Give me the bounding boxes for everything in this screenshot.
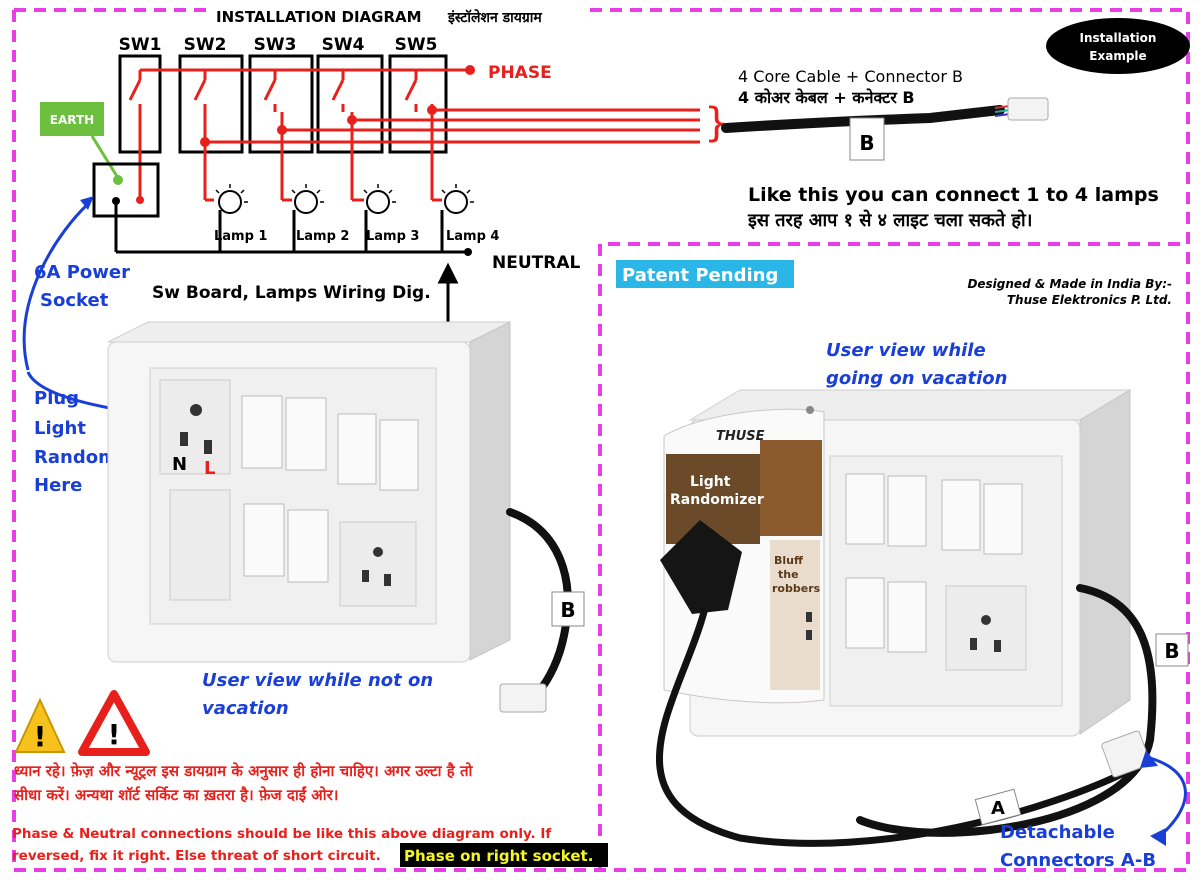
- detachable-label-2: Connectors A-B: [1000, 850, 1156, 871]
- connector-a-letter: A: [991, 798, 1005, 819]
- connector-b-letter-top: B: [859, 131, 874, 155]
- detachable-arrow: [1149, 756, 1187, 838]
- earth-label: EARTH: [50, 113, 94, 127]
- light-randomizer-device: [663, 406, 825, 704]
- badge-line2: Example: [1089, 49, 1146, 63]
- phase-label: PHASE: [488, 63, 552, 83]
- connector-b-label-right: [1155, 633, 1189, 667]
- not-vacation-caption-1: User view while not on: [202, 670, 433, 691]
- earth-dot: [113, 175, 123, 185]
- lamp-label-4: Lamp 4: [446, 229, 499, 244]
- designed-by-line1: Designed & Made in India By:-: [967, 277, 1172, 291]
- warning-english-highlight: Phase on right socket.: [404, 847, 593, 865]
- power-plug: [660, 520, 742, 614]
- phase-wiring: [128, 68, 700, 202]
- diagram-title-hindi: इंस्टॉलेशन डायग्राम: [447, 9, 542, 26]
- diagram-title: INSTALLATION DIAGRAM: [216, 8, 422, 26]
- device-slogan-1: Bluff: [774, 554, 803, 567]
- badge-line1: Installation: [1080, 31, 1157, 45]
- warning-english-2: reversed, fix it right. Else threat of s…: [12, 848, 381, 864]
- vacation-caption-1: User view while: [826, 340, 986, 361]
- lamp-rays: [215, 184, 474, 203]
- arrow-head-up: [80, 196, 94, 210]
- connector-a-label: [974, 788, 1022, 826]
- designed-by-line2: Thuse Elektronics P. Ltd.: [1007, 293, 1172, 307]
- cable-label-hi: 4 कोअर केबल + कनेक्टर B: [738, 88, 915, 107]
- live-pin-label: L: [204, 458, 215, 479]
- cable-label-en: 4 Core Cable + Connector B: [738, 67, 963, 86]
- board-diagram-label: Sw Board, Lamps Wiring Dig.: [152, 283, 431, 303]
- plug-label-1: Plug: [34, 388, 79, 409]
- phase-highlight-bg: [400, 843, 608, 867]
- connector-b-letter-left: B: [560, 598, 575, 622]
- svg-text:!: !: [108, 718, 121, 751]
- detachable-label-1: Detachable: [1000, 822, 1115, 843]
- connector-b-letter-right: B: [1164, 639, 1179, 663]
- cable-b-top: [721, 105, 1005, 133]
- power-socket-label-2: Socket: [40, 290, 109, 311]
- earth-wire: [90, 135, 120, 179]
- switch-label-5: SW5: [395, 35, 438, 55]
- earth-badge: [40, 102, 104, 136]
- diagram-frame: [12, 8, 1190, 872]
- switch-label-3: SW3: [254, 35, 297, 55]
- connector-plug-left: [499, 683, 547, 713]
- patent-pending-label: Patent Pending: [622, 265, 778, 286]
- device-slogan-2: the: [778, 568, 799, 581]
- switchboard-left: [107, 321, 511, 663]
- patent-pending-badge: [616, 260, 794, 288]
- connect-text-hi: इस तरह आप १ से ४ लाइट चला सकते हो।: [747, 209, 1032, 231]
- brace-icon: }: [704, 100, 729, 146]
- device-name-1: Light: [690, 474, 731, 490]
- neutral-end-dot: [464, 248, 472, 256]
- device-slogan-3: robbers: [772, 582, 821, 595]
- junction-dots: [136, 65, 475, 204]
- switch-label-2: SW2: [184, 35, 227, 55]
- svg-text:!: !: [34, 720, 47, 753]
- detachable-arrow-head: [1140, 750, 1158, 768]
- warning-icon-red: !: [78, 690, 150, 756]
- lamp-icon: [218, 190, 468, 214]
- socket-box: [92, 162, 160, 218]
- vacation-caption-2: going on vacation: [826, 368, 1008, 389]
- neutral-wiring: [114, 201, 468, 254]
- power-socket-label-1: 6A Power: [34, 262, 130, 283]
- lamp-label-1: Lamp 1: [214, 229, 267, 244]
- installation-example-badge: [1046, 18, 1190, 74]
- not-vacation-caption-2: vacation: [202, 698, 289, 719]
- connector-plug-top: [994, 97, 1049, 121]
- socket-holes-right: [970, 615, 1001, 652]
- socket-holes-left: [180, 404, 391, 586]
- connector-b-label-left: [551, 591, 585, 627]
- power-cord: [656, 608, 1134, 847]
- neutral-pin-label: N: [172, 454, 187, 475]
- connect-text-en: Like this you can connect 1 to 4 lamps: [748, 184, 1159, 206]
- lamp-label-2: Lamp 2: [296, 229, 349, 244]
- warning-hindi-1: ध्यान रहे। फ़ेज़ और न्यूट्रल इस डायग्राम…: [14, 762, 474, 781]
- switch-label-1: SW1: [119, 35, 162, 55]
- device-name-2: Randomizer: [670, 492, 764, 508]
- cable-b-right: [856, 584, 1157, 837]
- warning-icon-yellow: !: [14, 697, 66, 753]
- warning-hindi-2: सीधा करें। अन्यथा शॉर्ट सर्किट का ख़तरा …: [13, 786, 338, 804]
- connector-b-label-top: [849, 117, 885, 161]
- detachable-arrow-tail: [1150, 828, 1166, 846]
- plug-label-4: Here: [34, 475, 82, 496]
- plug-label-2: Light: [34, 418, 86, 439]
- switch-label-4: SW4: [322, 35, 365, 55]
- connector-plug-right: [1101, 730, 1151, 778]
- neutral-label: NEUTRAL: [492, 253, 580, 273]
- warning-english-1: Phase & Neutral connections should be li…: [12, 826, 551, 842]
- lamp-label-3: Lamp 3: [366, 229, 419, 244]
- device-brand: THUSE: [716, 429, 765, 444]
